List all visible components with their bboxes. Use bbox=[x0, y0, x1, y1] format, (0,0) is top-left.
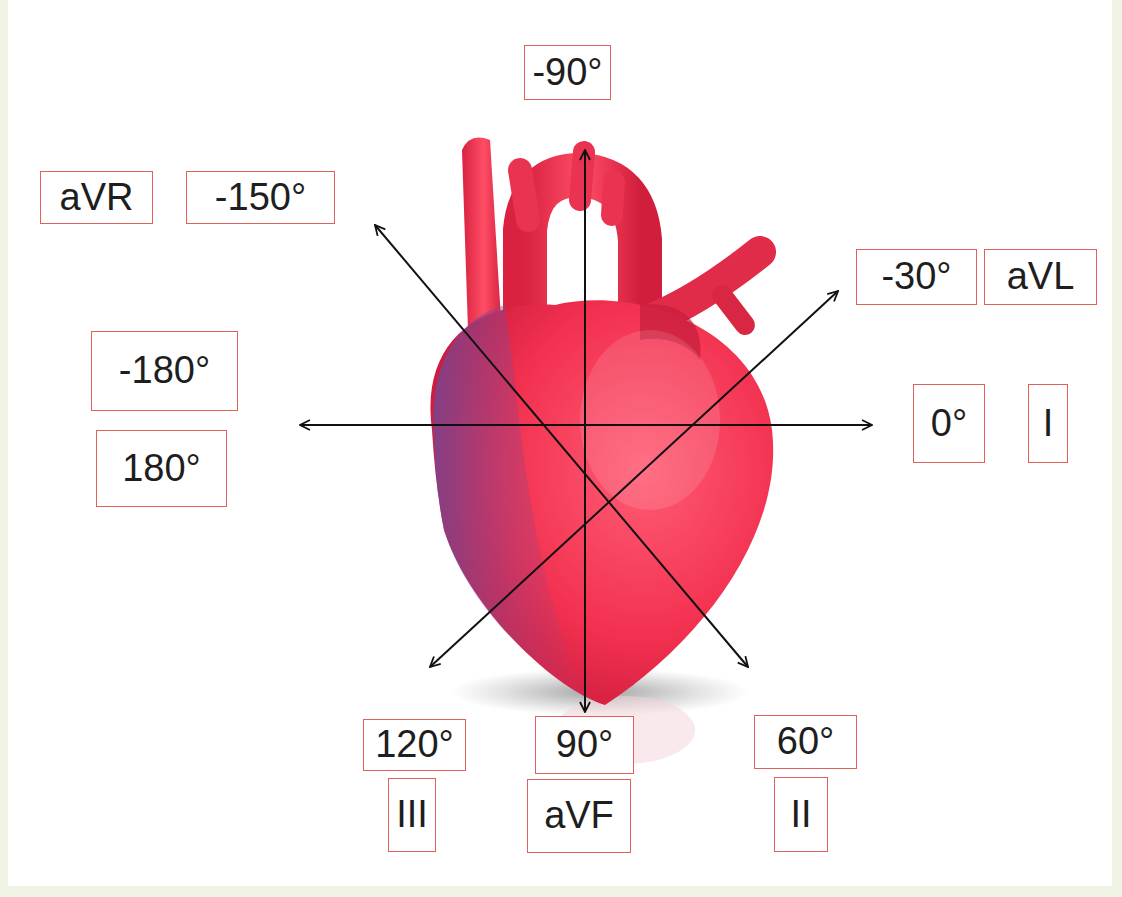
lead-label: 120° bbox=[375, 724, 454, 766]
lead-label: -90° bbox=[532, 52, 602, 94]
lead-label-box: 60° bbox=[754, 715, 857, 769]
lead-label-box: II bbox=[774, 777, 828, 852]
lead-label: 0° bbox=[931, 403, 967, 445]
lead-label-box: 0° bbox=[913, 384, 985, 463]
lead-label-box: 180° bbox=[96, 430, 227, 507]
axis-line bbox=[375, 225, 748, 667]
lead-label: -180° bbox=[119, 350, 210, 392]
page-ground bbox=[8, 0, 1112, 886]
lead-label-box: III bbox=[388, 778, 436, 852]
axis-line bbox=[300, 424, 872, 426]
heart-atrium-shading bbox=[433, 305, 585, 695]
lead-label-box: I bbox=[1028, 384, 1068, 463]
lead-label-box: -150° bbox=[186, 171, 335, 224]
lead-label: I bbox=[1043, 403, 1054, 445]
lead-label-box: -30° bbox=[856, 249, 977, 305]
lead-label-box: 120° bbox=[363, 719, 466, 771]
lead-label: 60° bbox=[777, 721, 834, 763]
lead-label: -150° bbox=[215, 177, 306, 219]
lead-label: II bbox=[790, 794, 811, 836]
heart-body bbox=[430, 300, 773, 705]
lead-label: III bbox=[396, 794, 428, 836]
lead-label: aVL bbox=[1007, 256, 1075, 298]
lead-label: 180° bbox=[122, 448, 201, 490]
lead-label-box: -90° bbox=[524, 45, 611, 100]
lead-label: 90° bbox=[556, 724, 613, 766]
lead-label-box: aVL bbox=[984, 249, 1097, 305]
lead-label: aVR bbox=[60, 177, 134, 219]
axis-line bbox=[430, 291, 838, 667]
lead-label-box: aVF bbox=[527, 779, 631, 853]
axis-line bbox=[584, 150, 586, 712]
lead-axes bbox=[300, 150, 872, 712]
lead-label-box: 90° bbox=[535, 716, 634, 774]
lead-label-box: aVR bbox=[40, 171, 153, 224]
lead-label-box: -180° bbox=[91, 331, 238, 411]
lead-label: aVF bbox=[544, 795, 614, 837]
lead-label: -30° bbox=[881, 256, 951, 298]
